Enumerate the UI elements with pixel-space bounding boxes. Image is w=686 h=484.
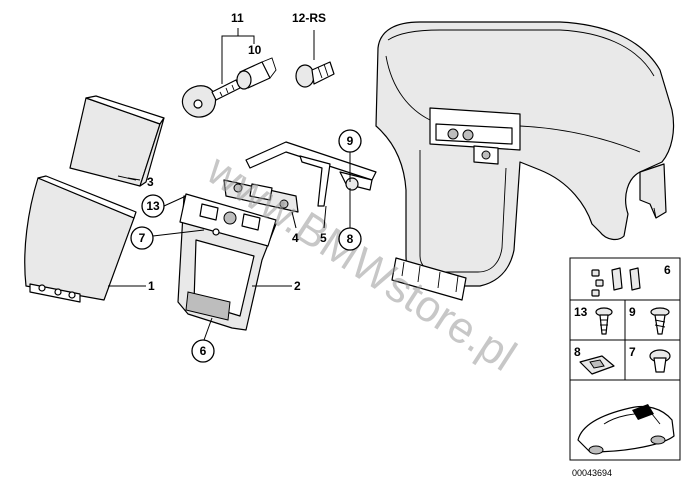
storage-insert-illustration — [69, 95, 165, 187]
callout-8: 8 — [347, 232, 354, 246]
callout-5: 5 — [320, 231, 327, 245]
callout-8-ring — [338, 227, 362, 251]
lock-cylinder-illustration — [236, 57, 277, 90]
callout-2: 2 — [294, 279, 301, 293]
callout-7-ring — [130, 226, 154, 250]
callout-11: 11 — [231, 11, 244, 25]
legend-clips-illustration — [591, 267, 641, 297]
bracket-5-illustration — [245, 141, 377, 207]
legend-label-7: 7 — [629, 345, 636, 359]
key-illustration — [181, 79, 241, 118]
leader-lines — [108, 28, 351, 341]
callout-6-ring — [191, 339, 215, 363]
legend-label-6: 6 — [664, 263, 671, 277]
callout-1: 1 — [148, 279, 155, 293]
legend-car-illustration — [577, 404, 675, 455]
legend-label-8: 8 — [574, 345, 581, 359]
legend-screw-9-illustration — [650, 307, 670, 335]
callout-7: 7 — [139, 231, 146, 245]
callout-4: 4 — [292, 231, 299, 245]
bracket-4-illustration — [223, 179, 299, 213]
callout-10: 10 — [248, 43, 262, 57]
callout-3: 3 — [147, 175, 154, 189]
callout-6: 6 — [200, 344, 207, 358]
trim-panel-illustration — [177, 193, 277, 331]
legend-label-13: 13 — [574, 305, 588, 319]
legend-screw-13-illustration — [595, 307, 613, 335]
diagram-id: 00043694 — [572, 468, 612, 478]
callout-13-ring — [141, 194, 165, 218]
callout-12-rs: 12-RS — [292, 11, 326, 25]
legend-plug-illustration — [649, 349, 671, 373]
cover-lid-illustration — [24, 175, 137, 303]
callout-13: 13 — [146, 199, 160, 213]
center-console-illustration — [375, 21, 675, 301]
legend-clip-nut-illustration — [579, 355, 615, 375]
screw-12rs-illustration — [295, 61, 335, 88]
callout-9: 9 — [347, 134, 354, 148]
callout-9-ring — [338, 129, 362, 153]
legend-panel: 6 13 9 8 7 — [569, 257, 681, 461]
legend-label-9: 9 — [629, 305, 636, 319]
